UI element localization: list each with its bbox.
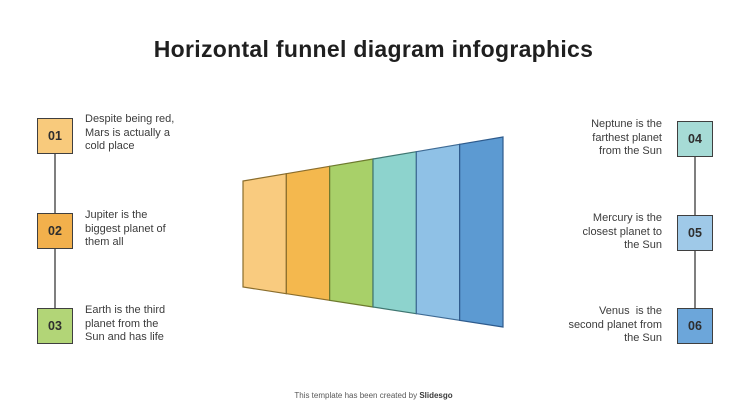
step-box-05: 05 [677, 215, 713, 251]
footer-text: This template has been created by [294, 391, 420, 400]
connector-line-right-1 [694, 157, 696, 215]
step-text-06: Venus is the second planet from the Sun [568, 305, 662, 344]
funnel-segment-3 [329, 158, 374, 308]
funnel-segment-5 [415, 143, 461, 322]
step-box-01: 01 [37, 118, 73, 154]
footer-brand: Slidesgo [419, 391, 453, 400]
step-box-04: 04 [677, 121, 713, 157]
step-box-06: 06 [677, 308, 713, 344]
funnel-segment-2 [285, 165, 331, 302]
connector-line-left-1 [54, 154, 56, 213]
step-text-05: Mercury is the closest planet to the Sun [582, 212, 663, 251]
funnel-segment-4 [372, 150, 417, 315]
step-text-04: Neptune is the farthest planet from the … [591, 118, 662, 157]
step-text-02: Jupiter is the biggest planet of them al… [85, 209, 166, 248]
connector-line-left-2 [54, 249, 56, 308]
step-box-03: 03 [37, 308, 73, 344]
slide-title: Horizontal funnel diagram infographics [153, 36, 594, 62]
step-text-01: Despite being red, Mars is actually a co… [85, 113, 175, 152]
step-box-02: 02 [37, 213, 73, 249]
funnel-segment-1 [242, 172, 287, 295]
step-text-03: Earth is the third planet from the Sun a… [85, 304, 166, 343]
footer: This template has been created by Slides… [0, 391, 747, 400]
funnel-segment-6 [459, 136, 504, 328]
connector-line-right-2 [694, 251, 696, 308]
